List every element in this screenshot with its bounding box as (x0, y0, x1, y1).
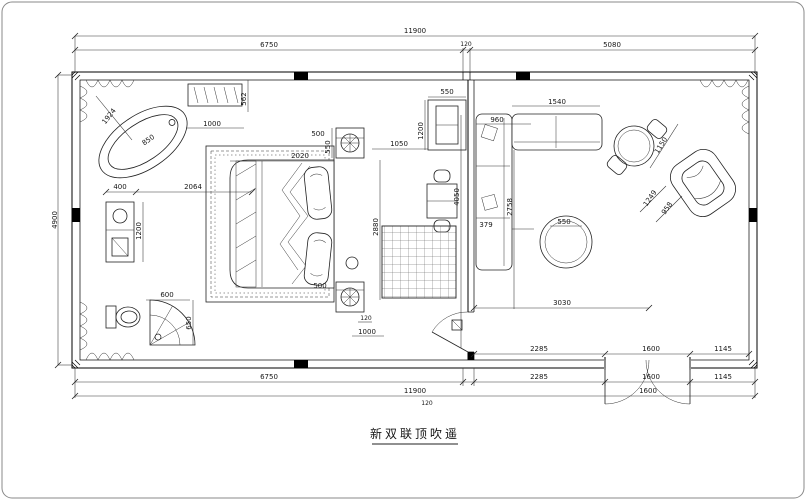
dim-left-height: 4900 (51, 211, 59, 229)
dim-bottom-left-span: 6750 (260, 373, 278, 381)
nightstand-top (335, 127, 365, 159)
dim-tv-clearance: 1050 (390, 140, 408, 148)
table-lamp-bottom (340, 287, 360, 307)
toilet (105, 305, 141, 329)
desk (426, 183, 458, 219)
bed-pillow-bottom (303, 232, 333, 286)
table-lamp-top (340, 133, 360, 153)
dim-top-right-span: 5080 (603, 41, 621, 49)
nightstand-bottom (335, 281, 365, 313)
sofa (475, 113, 603, 271)
vanity (105, 201, 135, 263)
dim-nightstand-top-depth: 550 (324, 140, 332, 153)
dining-table (613, 125, 655, 167)
lounge-chair (669, 149, 737, 217)
dim-bottom-span-a: 2285 (530, 373, 548, 381)
dim-sofa-length: 4050 (453, 188, 461, 206)
dim-door-leaf: 1600 (639, 387, 657, 395)
dim-top-wall-gap: 120 (460, 41, 472, 48)
dim-right-door: 1600 (642, 345, 660, 353)
dim-sofa-top-width: 1540 (548, 98, 566, 106)
dim-door-clearance: 1000 (358, 328, 376, 336)
stool (345, 256, 359, 270)
dimension-labels: 11900 6750 120 5080 4900 1000 562 1924 8… (51, 27, 732, 407)
door-stop-box (451, 319, 463, 331)
dim-nightstand-bottom: 500 (313, 282, 326, 290)
bed-pillow-top (303, 166, 333, 220)
dim-table-size: 550 (557, 218, 570, 226)
dining-chair-right (646, 119, 668, 139)
dim-bottom-span-c: 1145 (714, 373, 732, 381)
door-right-double (604, 357, 691, 405)
dim-dining-table: 1150 (653, 136, 669, 155)
curtain-bottom-left (79, 301, 135, 361)
coffee-table (539, 215, 593, 269)
dim-bottom-door: 1600 (642, 373, 660, 381)
walls (71, 71, 758, 369)
door-bedroom (431, 311, 469, 353)
grid-rug (381, 225, 457, 299)
corner-basin (149, 299, 196, 346)
dim-top-total: 11900 (404, 27, 426, 35)
partition-wall (467, 80, 475, 360)
dim-closet-depth: 562 (240, 92, 248, 105)
dim-vanity-length: 1200 (135, 222, 143, 240)
dim-right-span-c: 1145 (714, 345, 732, 353)
dim-bottom-gap: 120 (421, 400, 433, 407)
curtain-top-left (79, 79, 135, 123)
dim-vanity-to-bed: 2064 (184, 183, 202, 191)
dim-rug-length: 2880 (372, 218, 380, 236)
dim-sofa-depth: 960 (490, 116, 503, 124)
dim-rug-gap: 120 (360, 315, 372, 322)
dim-table-offset: 379 (479, 221, 492, 229)
dim-basin-depth: 650 (185, 316, 193, 329)
drawing-title-block: 新双联顶吹遥 (370, 426, 460, 445)
dim-tv-wall: 1200 (417, 122, 425, 140)
dim-tub-length: 1924 (101, 106, 119, 125)
dim-armchair-length: 1249 (642, 189, 659, 208)
dim-living-span: 3030 (553, 299, 571, 307)
dim-vanity-depth: 400 (113, 183, 126, 191)
bathtub (98, 105, 188, 179)
dim-nightstand-top: 500 (311, 130, 324, 138)
dimension-lines (54, 32, 759, 400)
dim-right-span-a: 2285 (530, 345, 548, 353)
dim-bottom-total: 11900 (404, 387, 426, 395)
curtain-top-right (699, 79, 750, 135)
dim-basin-width: 600 (160, 291, 173, 299)
desk-chair-top (433, 169, 451, 183)
dim-bed-width: 2020 (291, 152, 309, 160)
dim-armchair-width: 958 (660, 201, 674, 217)
dim-tv-width: 550 (440, 88, 453, 96)
wardrobe-rack (187, 83, 243, 107)
dim-top-left-span: 6750 (260, 41, 278, 49)
dim-sofa-to-wall: 2758 (506, 198, 514, 216)
dining-chair-left (606, 155, 628, 175)
dim-closet-width: 1000 (203, 120, 221, 128)
drawing-title: 新双联顶吹遥 (370, 426, 460, 441)
tv-console (427, 99, 467, 151)
